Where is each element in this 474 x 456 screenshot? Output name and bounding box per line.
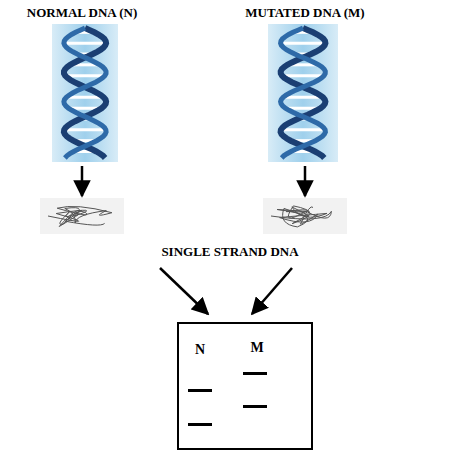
base-pair — [282, 74, 324, 77]
gel-band — [188, 389, 212, 392]
single-strand-dna — [40, 198, 124, 234]
dna-background — [268, 24, 338, 162]
strand — [281, 28, 326, 158]
label: SINGLE STRAND DNA — [159, 244, 300, 260]
gel-box: NM — [177, 322, 313, 450]
arrow — [252, 268, 292, 314]
strand — [64, 28, 106, 158]
arrow — [160, 268, 208, 314]
base-pair — [281, 42, 326, 45]
base-pair — [281, 128, 325, 131]
strand — [271, 206, 331, 227]
label: NORMAL DNA (N) — [27, 5, 138, 21]
base-pair — [65, 74, 105, 77]
arrow — [304, 166, 307, 196]
dna-helix — [268, 24, 338, 162]
gel-band — [188, 423, 212, 426]
blob-background — [40, 198, 124, 234]
strand — [64, 28, 106, 158]
gel-band — [243, 372, 267, 375]
label: MUTATED DNA (M) — [245, 5, 364, 21]
gel-band — [243, 405, 267, 408]
blob-background — [263, 198, 347, 234]
dna-helix — [52, 24, 118, 162]
single-strand-dna — [263, 198, 347, 234]
strand — [281, 28, 326, 158]
lane-label: N — [195, 342, 205, 358]
base-pair — [64, 42, 106, 45]
arrow — [81, 166, 84, 196]
dna-background — [52, 24, 118, 162]
base-pair — [64, 128, 106, 131]
lane-label: M — [250, 340, 263, 356]
strand — [48, 206, 112, 226]
